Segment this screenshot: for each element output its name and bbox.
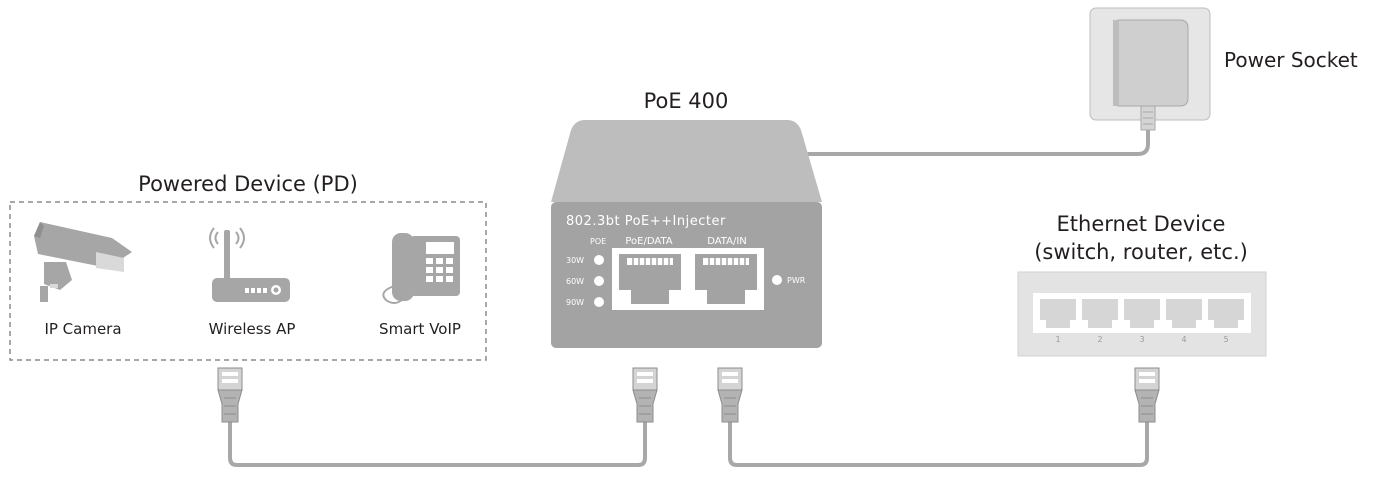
switch-port-number: 2	[1097, 335, 1102, 344]
cable-pd-to-injector	[228, 418, 647, 467]
power-adapter-icon	[1117, 19, 1189, 107]
switch-port: 5	[1208, 299, 1244, 344]
switch-port-number: 5	[1223, 335, 1228, 344]
poe-header-label: POE	[590, 237, 606, 246]
wireless-ap-icon	[209, 227, 290, 302]
switch-port: 3	[1124, 299, 1160, 344]
power-socket: Power Socket	[1089, 7, 1358, 131]
cable-injector-to-switch	[728, 418, 1149, 467]
device-label-smart-voip: Smart VoIP	[379, 320, 461, 338]
pwr-label: PWR	[787, 276, 806, 285]
pwr-led	[772, 275, 782, 285]
ethernet-device-title: Ethernet Device	[1057, 212, 1226, 236]
cables	[228, 126, 1150, 467]
power-level-led	[594, 255, 604, 265]
power-level-label: 60W	[566, 277, 584, 286]
powered-device-group: Powered Device (PD) IP Camera	[9, 172, 487, 361]
power-level-label: 90W	[566, 298, 584, 307]
rj45-plug-icon	[717, 367, 743, 423]
switch-port: 1	[1040, 299, 1076, 344]
ethernet-device: Ethernet Device (switch, router, etc.) 1…	[1017, 212, 1267, 357]
injector-top-face	[551, 120, 822, 202]
poe-injector: PoE 400 802.3bt PoE++Injecter POE PoE/DA…	[551, 89, 822, 348]
switch-port: 2	[1082, 299, 1118, 344]
rj45-port-data-in	[695, 254, 757, 304]
power-level-led	[594, 276, 604, 286]
rj45-plug-icon	[217, 367, 243, 423]
device-label-ip-camera: IP Camera	[44, 320, 121, 338]
ip-camera-icon	[34, 222, 132, 302]
power-socket-label: Power Socket	[1224, 48, 1358, 72]
injector-model-text: 802.3bt PoE++Injecter	[566, 214, 726, 229]
switch-port-number: 3	[1139, 335, 1144, 344]
power-level-led	[594, 297, 604, 307]
pd-group-border	[9, 201, 487, 361]
pd-group-title: Powered Device (PD)	[138, 172, 358, 196]
device-label-wireless-ap: Wireless AP	[209, 320, 296, 338]
port2-label: DATA/IN	[707, 236, 747, 247]
power-level-label: 30W	[566, 256, 584, 265]
rj45-port-poe-data	[619, 254, 681, 304]
voip-phone-icon	[382, 233, 460, 304]
port1-label: PoE/DATA	[625, 236, 672, 247]
rj45-plug-icon	[632, 367, 658, 423]
switch-port-number: 1	[1055, 335, 1060, 344]
power-cable	[805, 126, 1150, 156]
injector-title: PoE 400	[644, 89, 729, 113]
switch-port: 4	[1166, 299, 1202, 344]
switch-port-number: 4	[1181, 335, 1186, 344]
rj45-plug-icon	[1134, 367, 1160, 423]
ethernet-device-subtitle: (switch, router, etc.)	[1034, 240, 1248, 264]
